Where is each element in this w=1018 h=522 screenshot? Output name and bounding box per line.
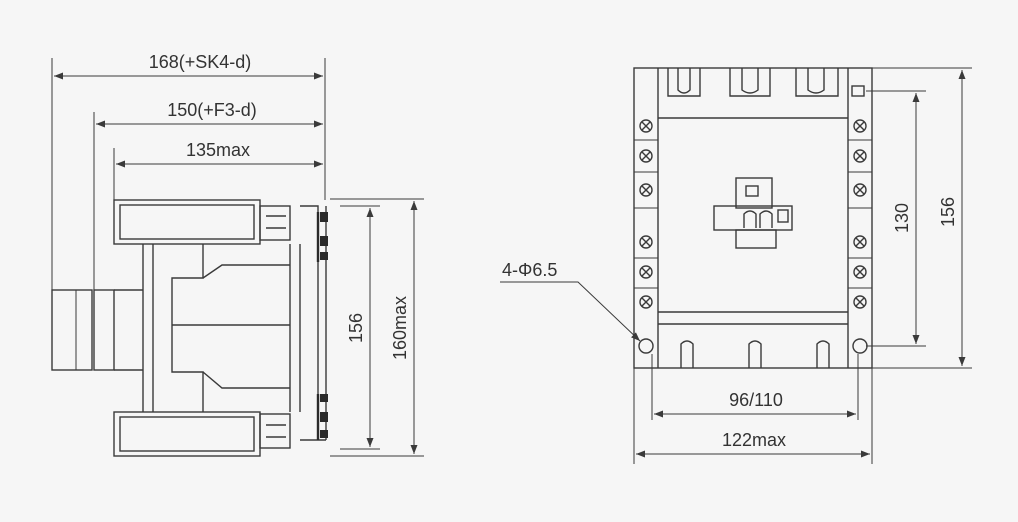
dim-130-label: 130	[892, 203, 912, 233]
hole-leader-line	[500, 281, 641, 342]
right-screw-column	[848, 119, 872, 309]
dim-side-160max-label: 160max	[390, 296, 410, 360]
side-view: 168(+SK4-d) 150(+F3-d) 135max 156 160max	[51, 52, 424, 457]
dim-135-label: 135max	[186, 140, 250, 160]
side-dim-lines	[54, 72, 418, 454]
front-extension-lines	[633, 67, 972, 464]
dim-122max-label: 122max	[722, 430, 786, 450]
side-body	[51, 199, 328, 457]
center-indicator	[713, 177, 793, 249]
dim-150-label: 150(+F3-d)	[167, 100, 257, 120]
dim-168-label: 168(+SK4-d)	[149, 52, 252, 72]
bottom-terminals	[680, 340, 830, 368]
dim-front-156-label: 156	[938, 197, 958, 227]
front-dim-lines	[636, 70, 966, 458]
hole-label: 4-Φ6.5	[502, 260, 557, 280]
front-view: 4-Φ6.5 96/110 122max 130 156	[500, 67, 972, 464]
mounting-hole-right	[852, 338, 868, 354]
dim-96-110-label: 96/110	[729, 390, 783, 410]
mounting-hole-left	[638, 338, 654, 354]
top-terminals	[667, 68, 865, 97]
left-screw-column	[634, 119, 658, 309]
dim-side-156-label: 156	[346, 313, 366, 343]
